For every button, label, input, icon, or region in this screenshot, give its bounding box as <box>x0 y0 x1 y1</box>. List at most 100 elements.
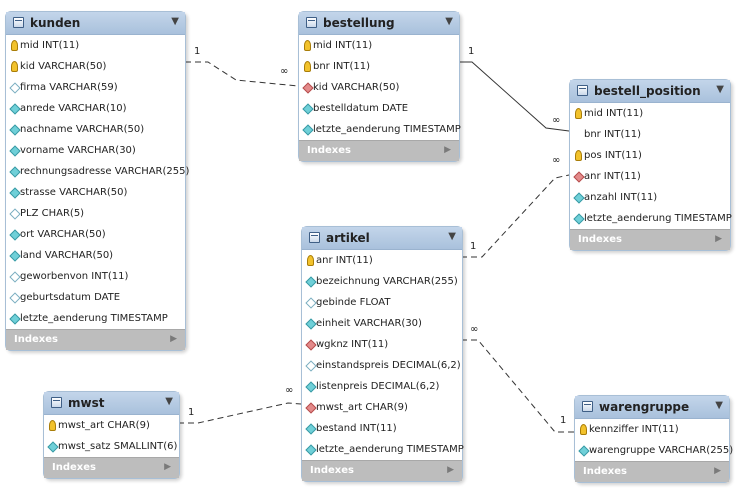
column-row[interactable]: mid INT(11) <box>570 103 730 124</box>
column-row[interactable]: nachname VARCHAR(50) <box>6 119 185 140</box>
table-bestellung[interactable]: bestellung▼mid INT(11) bnr INT(11) kid VAR… <box>298 11 461 162</box>
column-row[interactable]: kid VARCHAR(50) <box>299 77 459 98</box>
expand-arrow-icon[interactable]: ▶ <box>714 466 721 476</box>
column-row[interactable]: kid VARCHAR(50) <box>6 56 185 77</box>
indexes-section[interactable]: Indexes▶ <box>299 140 459 161</box>
column-row[interactable]: mid INT(11) <box>299 35 459 56</box>
column-label: anzahl INT(11) <box>584 192 658 203</box>
column-label: bnr INT(11) <box>584 129 642 140</box>
column-icon <box>47 441 59 453</box>
indexes-section[interactable]: Indexes▶ <box>302 460 462 481</box>
column-row[interactable]: listenpreis DECIMAL(6,2) <box>302 376 462 397</box>
column-row[interactable]: warengruppe VARCHAR(255) <box>575 440 733 461</box>
column-label: anr INT(11) <box>316 255 373 266</box>
column-row[interactable]: rechnungsadresse VARCHAR(255) <box>6 161 189 182</box>
column-row[interactable]: letzte_aenderung TIMESTAMP <box>302 439 464 460</box>
expand-arrow-icon[interactable]: ▶ <box>447 465 454 475</box>
primary-key-icon <box>304 61 311 72</box>
table-header[interactable]: artikel▼ <box>302 227 462 250</box>
column-row[interactable]: einstandspreis DECIMAL(6,2) <box>302 355 462 376</box>
table-header[interactable]: bestellung▼ <box>299 12 459 35</box>
column-row[interactable]: mwst_satz SMALLINT(6) <box>44 436 179 457</box>
column-row[interactable]: anrede VARCHAR(10) <box>6 98 185 119</box>
indexes-section[interactable]: Indexes▶ <box>570 229 730 250</box>
column-label: gebinde FLOAT <box>316 297 391 308</box>
column-row[interactable]: bestelldatum DATE <box>299 98 459 119</box>
indexes-section[interactable]: Indexes▶ <box>575 461 729 482</box>
primary-key-icon <box>575 108 582 119</box>
column-row[interactable]: geworbenvon INT(11) <box>6 266 185 287</box>
column-row[interactable]: mid INT(11) <box>6 35 185 56</box>
column-label: anr INT(11) <box>584 171 641 182</box>
table-title: warengruppe <box>599 400 690 414</box>
collapse-arrow-icon[interactable]: ▼ <box>171 16 179 27</box>
column-label: nachname VARCHAR(50) <box>20 124 145 135</box>
table-icon <box>582 401 593 412</box>
column-icon <box>9 145 21 157</box>
column-row[interactable]: einheit VARCHAR(30) <box>302 313 462 334</box>
column-label: kid VARCHAR(50) <box>313 82 400 93</box>
table-icon <box>306 17 317 28</box>
column-row[interactable]: bestand INT(11) <box>302 418 462 439</box>
table-bestell-position[interactable]: bestell_position▼mid INT(11) bnr INT(11) p… <box>569 79 732 251</box>
table-header[interactable]: kunden ▼ <box>6 12 185 35</box>
column-label: kennziffer INT(11) <box>589 424 679 435</box>
column-label: mwst_satz SMALLINT(6) <box>58 441 178 452</box>
column-icon <box>9 124 21 136</box>
table-mwst[interactable]: mwst▼mwst_art CHAR(9) mwst_satz SMALLINT(… <box>43 391 180 479</box>
indexes-section[interactable]: Indexes ▶ <box>6 329 185 350</box>
column-row[interactable]: bnr INT(11) <box>299 56 459 77</box>
expand-arrow-icon[interactable]: ▶ <box>170 334 177 344</box>
collapse-arrow-icon[interactable]: ▼ <box>715 400 723 411</box>
column-row[interactable]: anr INT(11) <box>302 250 462 271</box>
column-row[interactable]: gebinde FLOAT <box>302 292 462 313</box>
column-row[interactable]: land VARCHAR(50) <box>6 245 185 266</box>
collapse-arrow-icon[interactable]: ▼ <box>716 84 724 95</box>
column-row[interactable]: anzahl INT(11) <box>570 187 730 208</box>
column-icon <box>9 103 21 115</box>
table-warengruppe[interactable]: warengruppe ▼ kennziffer INT(11) warengrupp… <box>574 395 733 483</box>
column-row[interactable]: vorname VARCHAR(30) <box>6 140 185 161</box>
table-header[interactable]: bestell_position▼ <box>570 80 730 103</box>
column-row[interactable]: geburtsdatum DATE <box>6 287 185 308</box>
foreign-key-icon <box>302 82 314 94</box>
column-label: mwst_art CHAR(9) <box>316 402 408 413</box>
table-artikel[interactable]: artikel▼ anr INT(11) bezeichnung VARCHAR(2… <box>301 226 464 482</box>
column-row[interactable]: ort VARCHAR(50) <box>6 224 185 245</box>
column-icon <box>305 276 317 288</box>
column-label: bnr INT(11) <box>313 61 371 72</box>
indexes-label: Indexes <box>14 334 58 345</box>
column-row[interactable]: bnr INT(11) <box>570 124 730 145</box>
expand-arrow-icon[interactable]: ▶ <box>444 145 451 155</box>
indexes-label: Indexes <box>52 462 96 473</box>
expand-arrow-icon[interactable]: ▶ <box>715 234 722 244</box>
column-icon <box>9 166 21 178</box>
collapse-arrow-icon[interactable]: ▼ <box>448 231 456 242</box>
column-row[interactable]: letzte_aenderung TIMESTAMP <box>570 208 732 229</box>
nullable-column-icon <box>9 292 21 304</box>
column-row[interactable]: letzte_aenderung TIMESTAMP <box>299 119 461 140</box>
column-row[interactable]: mwst_art CHAR(9) <box>44 415 179 436</box>
column-row[interactable]: pos INT(11) <box>570 145 730 166</box>
table-title: kunden <box>30 16 81 30</box>
column-row[interactable]: PLZ CHAR(5) <box>6 203 185 224</box>
column-row[interactable]: wgknz INT(11) <box>302 334 462 355</box>
column-row[interactable]: letzte_aenderung TIMESTAMP <box>6 308 185 329</box>
column-row[interactable]: mwst_art CHAR(9) <box>302 397 462 418</box>
table-kunden[interactable]: kunden ▼ mid INT(11)kid VARCHAR(50)firma V… <box>5 11 189 351</box>
primary-key-icon <box>575 150 582 161</box>
indexes-section[interactable]: Indexes ▶ <box>44 457 179 478</box>
table-header[interactable]: mwst▼ <box>44 392 179 415</box>
expand-arrow-icon[interactable]: ▶ <box>164 462 171 472</box>
column-row[interactable]: kennziffer INT(11) <box>575 419 729 440</box>
collapse-arrow-icon[interactable]: ▼ <box>445 16 453 27</box>
column-label: pos INT(11) <box>584 150 642 161</box>
column-row[interactable]: anr INT(11) <box>570 166 730 187</box>
column-row[interactable]: bezeichnung VARCHAR(255) <box>302 271 462 292</box>
cardinality-label: 1 <box>560 415 567 426</box>
column-row[interactable]: firma VARCHAR(59) <box>6 77 185 98</box>
table-header[interactable]: warengruppe ▼ <box>575 396 729 419</box>
column-row[interactable]: strasse VARCHAR(50) <box>6 182 185 203</box>
column-label: geburtsdatum DATE <box>20 292 121 303</box>
collapse-arrow-icon[interactable]: ▼ <box>165 396 173 407</box>
